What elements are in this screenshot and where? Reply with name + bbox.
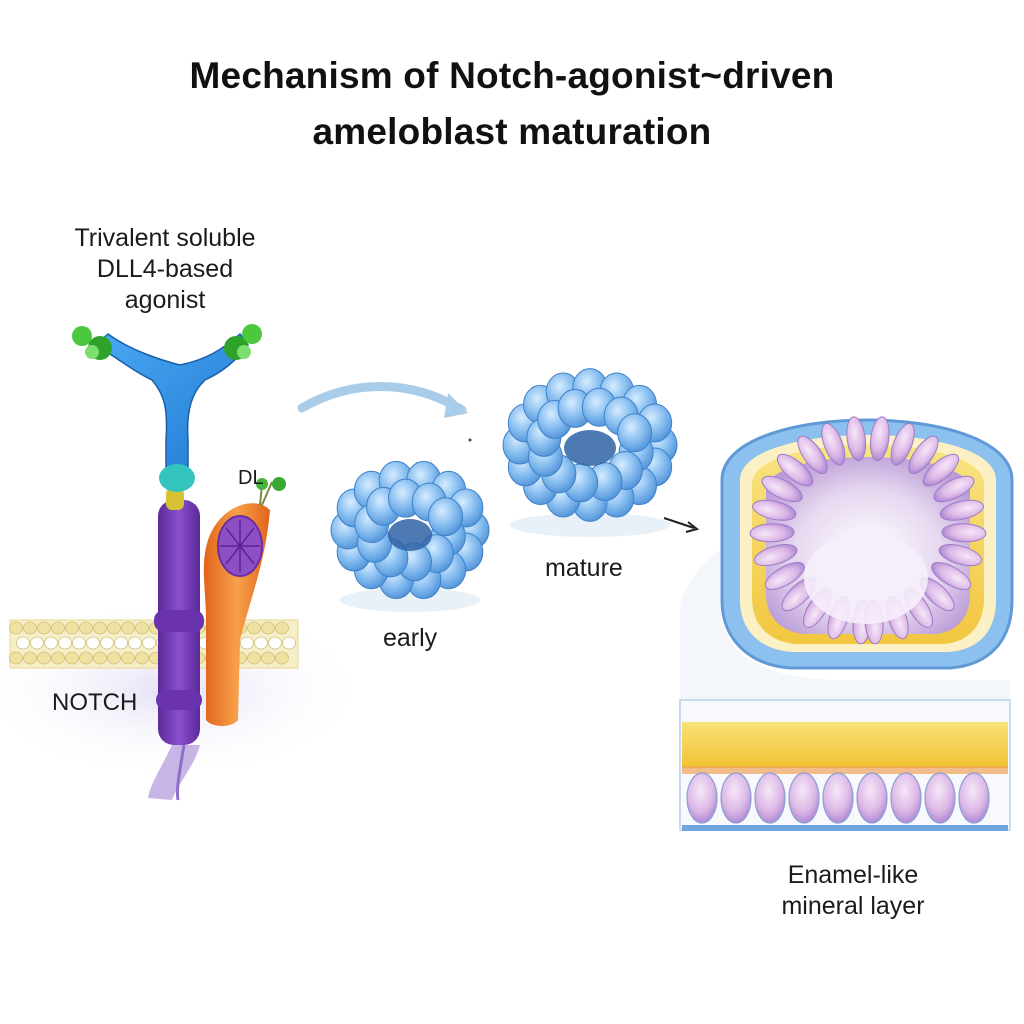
membrane-lipid	[23, 621, 37, 635]
progression-arrowhead	[444, 393, 468, 418]
ameloblast-cell	[922, 453, 960, 487]
membrane-lipid	[30, 636, 44, 650]
membrane-lipid	[135, 651, 149, 665]
membrane-lipid	[114, 636, 128, 650]
ameloblast-cell	[846, 416, 867, 462]
ameloblast-cell	[754, 772, 786, 824]
mature-organoid	[502, 368, 678, 537]
membrane-lipid	[16, 636, 30, 650]
ameloblast-cell	[788, 772, 820, 824]
agonist-label: Trivalent soluble DLL4-based agonist	[40, 223, 290, 316]
ameloblast-cell	[890, 422, 915, 466]
transition-arrow	[663, 517, 695, 529]
membrane-lipid	[275, 651, 289, 665]
membrane-lipid	[121, 621, 135, 635]
title-line-2: ameloblast maturation	[312, 111, 712, 152]
membrane-lipid	[79, 651, 93, 665]
ameloblast-cell	[938, 544, 983, 567]
ameloblast-cell	[749, 523, 795, 543]
membrane-lipid	[65, 651, 79, 665]
enamel-label: Enamel-like mineral layer	[748, 860, 958, 922]
enamel-structure	[679, 377, 1014, 831]
ameloblast-cell	[869, 416, 890, 462]
ameloblast-cell	[822, 772, 854, 824]
organoid-cell	[617, 413, 653, 453]
ameloblast-cell	[958, 772, 990, 824]
cell-membrane	[9, 619, 299, 669]
membrane-lipid	[121, 651, 135, 665]
membrane-lipid	[37, 621, 51, 635]
dll-ligand	[203, 477, 286, 726]
early-label: early	[383, 624, 438, 652]
agonist-label-line-2: DLL4-based	[96, 255, 234, 283]
membrane-lipid	[86, 636, 100, 650]
membrane-lipid	[247, 651, 261, 665]
membrane-lipid	[247, 621, 261, 635]
membrane-lipid	[44, 636, 58, 650]
ameloblast-cell	[941, 523, 987, 543]
ameloblast-cell	[908, 435, 939, 475]
enamel-label-line-2: mineral layer	[781, 892, 925, 920]
receptor-tag-label: DL	[238, 467, 264, 489]
ameloblast-cell	[890, 772, 922, 824]
diagram-title: Mechanism of Notch-agonist~driven amelob…	[0, 48, 1024, 160]
membrane-lipid	[65, 621, 79, 635]
transition-arrowhead	[685, 521, 700, 533]
ameloblast-cell	[752, 499, 797, 521]
ameloblast-cell	[776, 453, 814, 487]
membrane-lipid	[93, 651, 107, 665]
membrane-lipid	[240, 636, 254, 650]
membrane-lipid	[79, 621, 93, 635]
membrane-lipid	[9, 651, 23, 665]
progression-arrow	[297, 382, 467, 415]
membrane-lipid	[51, 621, 65, 635]
membrane-lipid	[261, 621, 275, 635]
ameloblast-cell	[933, 475, 975, 503]
membrane-lipid	[275, 621, 289, 635]
ameloblast-cell	[761, 475, 803, 503]
membrane-lipid	[282, 636, 296, 650]
organoid-cell	[428, 497, 464, 537]
notch-label: NOTCH	[52, 689, 138, 716]
ameloblast-cell	[931, 561, 972, 590]
trivalent-agonist	[72, 324, 262, 492]
early-organoid	[330, 460, 490, 612]
membrane-lipid	[254, 636, 268, 650]
agonist-label-line-1: Trivalent soluble	[74, 224, 256, 252]
ameloblast-cell	[797, 435, 828, 475]
membrane-lipid	[107, 651, 121, 665]
membrane-lipid	[23, 651, 37, 665]
agonist-label-line-3: agonist	[124, 286, 206, 314]
ameloblast-cell	[924, 772, 956, 824]
mature-label: mature	[545, 554, 623, 582]
ameloblast-cell	[939, 499, 984, 521]
enamel-label-line-1: Enamel-like	[787, 861, 919, 889]
membrane-lipid	[142, 636, 156, 650]
membrane-lipid	[93, 621, 107, 635]
membrane-lipid	[9, 621, 23, 635]
membrane-lipid	[37, 651, 51, 665]
ameloblast-cell	[856, 772, 888, 824]
membrane-lipid	[51, 651, 65, 665]
stray-dot	[468, 438, 472, 442]
ameloblast-cell	[821, 422, 846, 466]
membrane-lipid	[100, 636, 114, 650]
membrane-lipid	[135, 621, 149, 635]
notch-receptor	[148, 488, 204, 801]
membrane-lipid	[128, 636, 142, 650]
ameloblast-cell	[686, 772, 718, 824]
membrane-lipid	[268, 636, 282, 650]
membrane-lipid	[107, 621, 121, 635]
membrane-lipid	[72, 636, 86, 650]
membrane-lipid	[58, 636, 72, 650]
ameloblast-cell	[764, 561, 805, 590]
ameloblast-cell	[720, 772, 752, 824]
membrane-lipid	[261, 651, 275, 665]
title-line-1: Mechanism of Notch-agonist~driven	[189, 55, 835, 96]
ameloblast-cell	[753, 544, 798, 567]
